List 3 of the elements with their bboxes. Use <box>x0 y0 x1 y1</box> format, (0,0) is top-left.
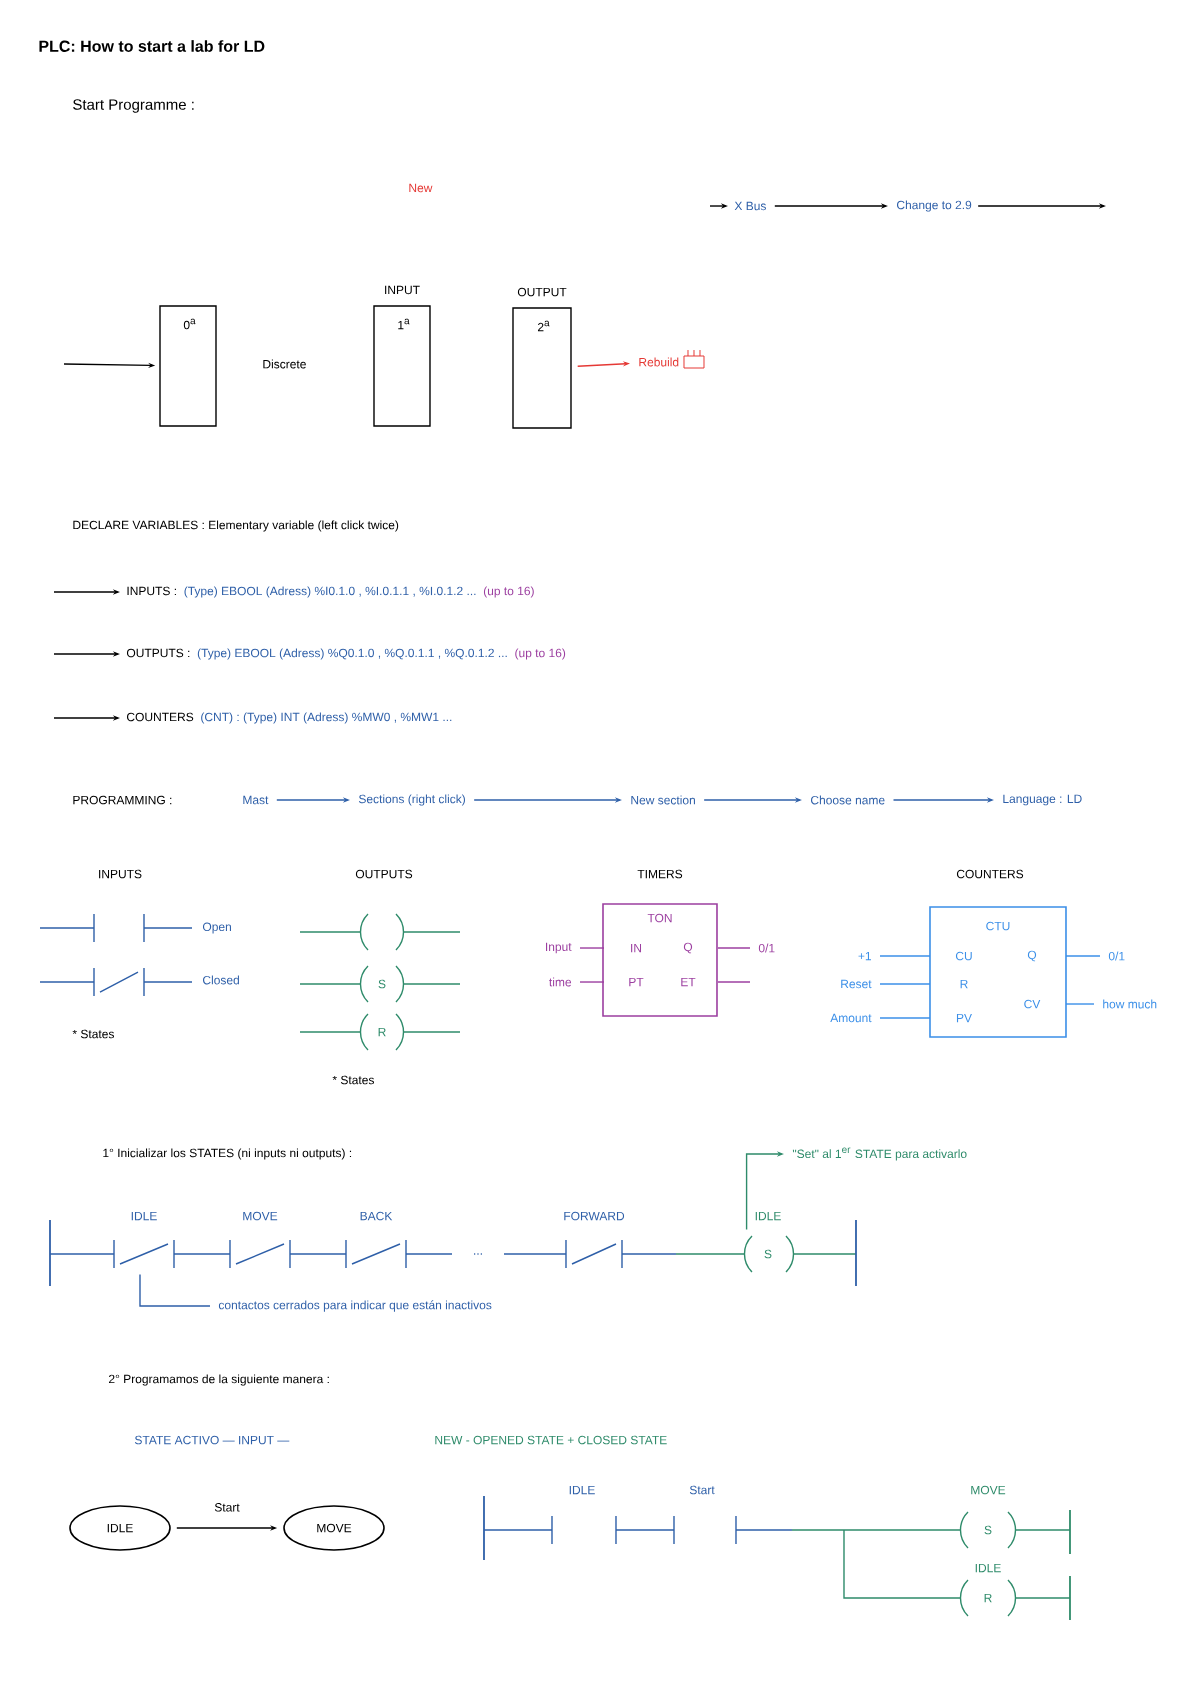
closed-contact-symbol <box>113 1239 175 1269</box>
arrow <box>139 1273 211 1307</box>
title: PLC: How to start a lab for LD <box>39 40 265 52</box>
